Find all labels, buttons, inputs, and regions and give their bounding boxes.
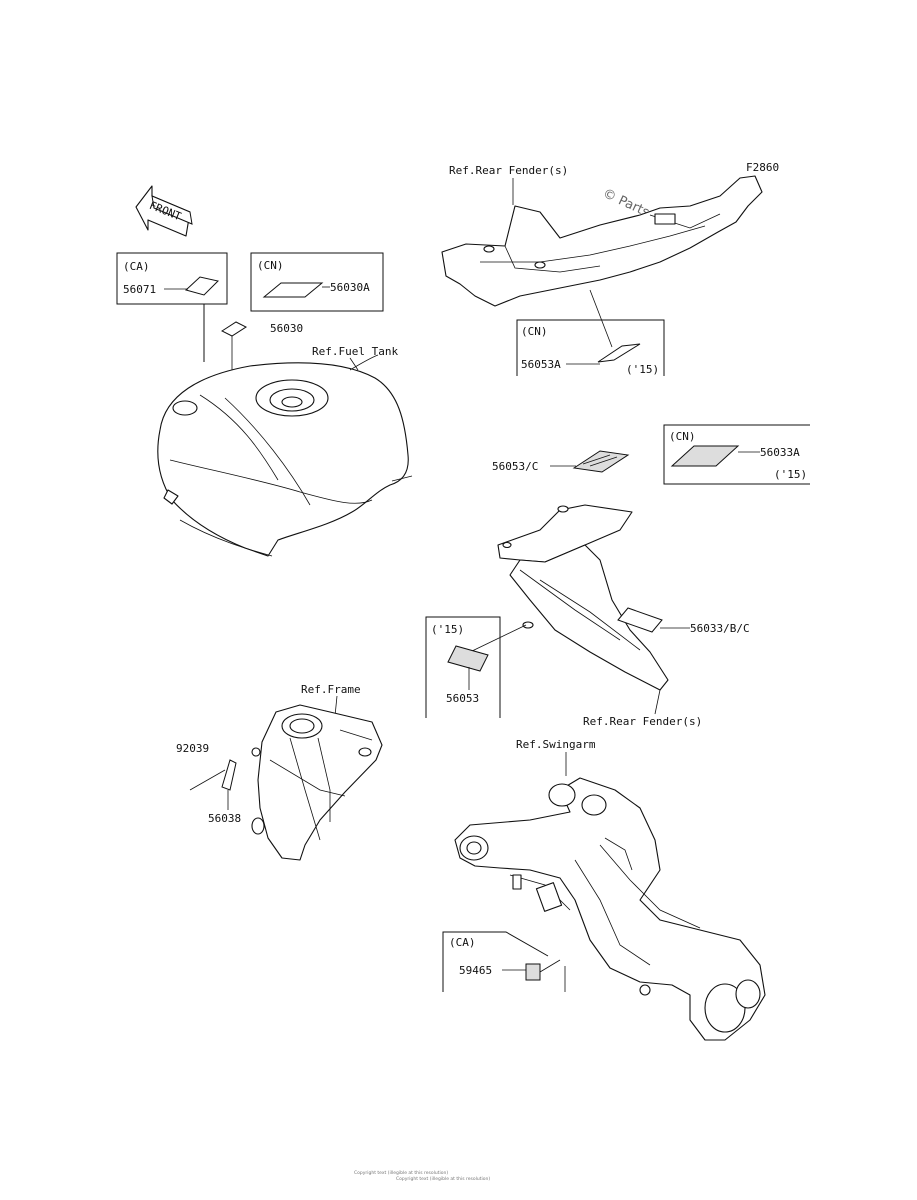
ref-fuel-tank: Ref.Fuel Tank <box>312 345 398 358</box>
rear-fender-mid <box>497 504 669 691</box>
note: ('15) <box>774 468 807 481</box>
ref-swingarm: Ref.Swingarm <box>516 738 596 751</box>
decal-56053a <box>597 343 641 363</box>
ref-frame: Ref.Frame <box>301 683 361 696</box>
decal-56038 <box>221 759 237 791</box>
part-56053c: 56053/C <box>492 460 538 473</box>
part-56038: 56038 <box>208 812 241 825</box>
decal-59465 <box>525 963 541 981</box>
decal-56053 <box>447 645 489 672</box>
region-label: (CA) <box>123 260 150 273</box>
callout-box-56030a: (CN) 56030A <box>250 252 384 312</box>
decal-56030a <box>262 282 324 298</box>
fuel-tank <box>157 354 413 557</box>
callout-box-56071: (CA) 56071 <box>116 252 228 362</box>
decal-56033 <box>617 607 663 633</box>
decal-56030 <box>220 321 248 337</box>
decal-56033a <box>670 445 740 467</box>
copyright-line-1: Copyright text (illegible at this resolu… <box>354 1170 448 1176</box>
part-number: 56053A <box>521 358 561 371</box>
part-number: 59465 <box>459 964 492 977</box>
rear-fender-top <box>441 175 763 307</box>
rivet-92039 <box>251 747 261 757</box>
callout-box-56033a: (CN) 56033A ('15) <box>663 424 810 485</box>
note: ('15) <box>626 363 659 376</box>
callout-box-56053: ('15) 56053 <box>425 616 527 718</box>
region-label: ('15) <box>431 623 464 636</box>
region-label: (CN) <box>521 325 548 338</box>
decal-56071 <box>185 276 219 296</box>
region-label: (CN) <box>669 430 696 443</box>
part-92039: 92039 <box>176 742 209 755</box>
region-label: (CN) <box>257 259 284 272</box>
part-number: 56033A <box>760 446 800 459</box>
callout-box-56053a: (CN) 56053A ('15) <box>516 289 665 376</box>
figure-code: F2860 <box>746 161 779 174</box>
ref-rear-fender-mid: Ref.Rear Fender(s) <box>583 715 702 728</box>
frame <box>251 704 383 861</box>
part-56030: 56030 <box>270 322 303 335</box>
swingarm <box>454 777 766 1041</box>
front-arrow-icon: FRONT <box>135 185 193 237</box>
part-56033: 56033/B/C <box>690 622 750 635</box>
ref-rear-fender-top: Ref.Rear Fender(s) <box>449 164 568 177</box>
copyright-line-2: Copyright text (illegible at this resolu… <box>396 1176 490 1182</box>
callout-box-59465: (CA) 59465 <box>442 931 566 992</box>
part-number: 56030A <box>330 281 370 294</box>
part-number: 56053 <box>446 692 479 705</box>
region-label: (CA) <box>449 936 476 949</box>
decal-56053c <box>572 450 630 473</box>
part-number: 56071 <box>123 283 156 296</box>
